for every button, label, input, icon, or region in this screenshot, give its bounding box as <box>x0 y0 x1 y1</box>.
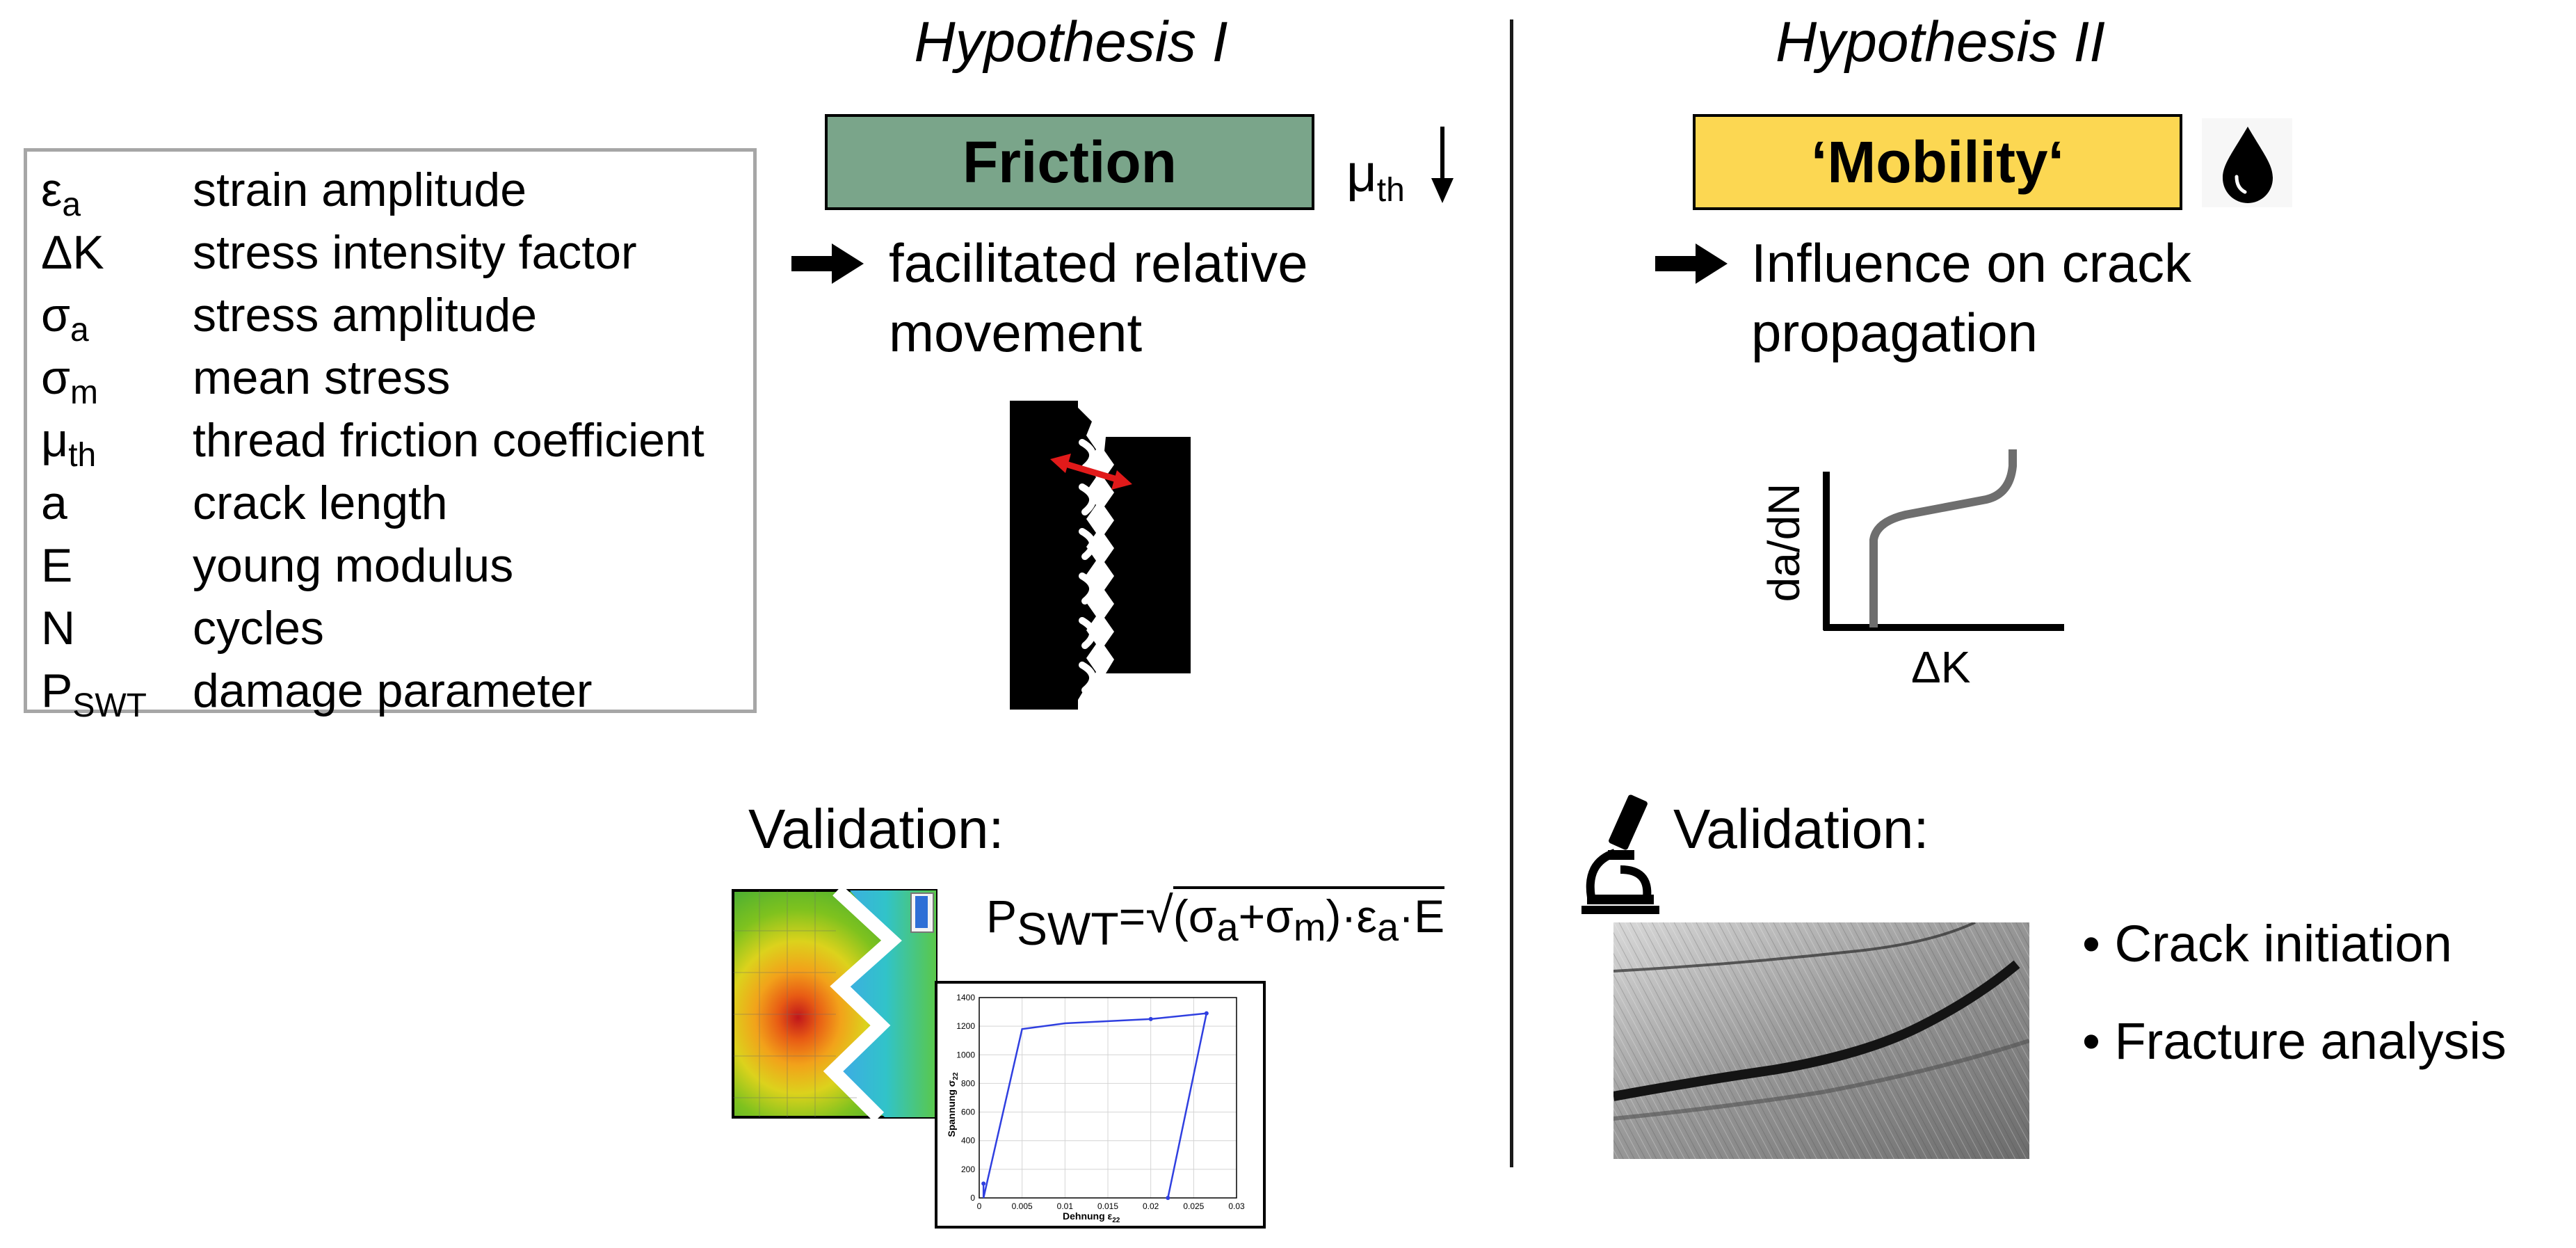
x-tick-label: 0.015 <box>1097 1201 1118 1211</box>
x-tick-label: 0.01 <box>1057 1201 1074 1211</box>
y-tick-label: 1400 <box>956 993 975 1002</box>
relative-movement-arrow-icon <box>1050 454 1132 490</box>
fracture-surface-image <box>1613 922 2029 1159</box>
plot-frame <box>979 997 1237 1199</box>
legend-symbol: μth <box>41 414 97 474</box>
validation-label-hyp2: Validation: <box>1673 798 1929 860</box>
legend-symbol: E <box>41 539 73 592</box>
right-arrow-icon <box>1655 243 1728 284</box>
friction-effect-text: facilitated relative movement <box>889 232 1308 363</box>
data-point <box>1166 1196 1170 1200</box>
hypothesis-2-title: Hypothesis II <box>1776 10 2105 74</box>
data-point <box>1148 1016 1153 1021</box>
bullet-crack-initiation: • Crack initiation <box>2082 915 2452 973</box>
y-tick-label: 200 <box>961 1165 975 1174</box>
crack-growth-y-label: da/dN <box>1759 483 1809 602</box>
x-tick-label: 0.03 <box>1228 1201 1245 1211</box>
legend-description: stress amplitude <box>193 289 538 342</box>
x-tick-label: 0.025 <box>1183 1201 1204 1211</box>
y-tick-label: 1000 <box>956 1050 975 1059</box>
validation-label-hyp1: Validation: <box>748 798 1004 860</box>
mobility-label: ‘Mobility‘ <box>1811 129 2064 195</box>
y-tick-label: 800 <box>961 1078 975 1088</box>
microscope-icon <box>1581 794 1659 914</box>
hysteresis-curve <box>982 1012 1208 1199</box>
legend-symbol: N <box>41 602 76 655</box>
legend-description: crack length <box>193 477 448 529</box>
legend-symbol: PSWT <box>41 664 147 724</box>
mobility-effect-text: Influence on crack propagation <box>1751 232 2192 363</box>
legend-description: stress intensity factor <box>193 226 637 279</box>
legend-description: mean stress <box>193 351 451 404</box>
crack-growth-x-label: ΔK <box>1911 642 1971 692</box>
crack-growth-curve <box>1823 449 2064 631</box>
y-tick-label: 400 <box>961 1136 975 1146</box>
friction-box: Friction <box>825 114 1314 210</box>
right-arrow-icon <box>791 243 864 284</box>
stress-strain-plot: 0 0.005 0.01 0.015 0.02 0.025 0.03 1400 1200 1000… <box>935 981 1266 1229</box>
x-tick-label: 0.02 <box>1143 1201 1159 1211</box>
bullet-fracture-analysis: • Fracture analysis <box>2082 1012 2506 1070</box>
data-point <box>981 1181 986 1186</box>
legend-symbol: ΔK <box>41 226 104 279</box>
legend-description: thread friction coefficient <box>193 414 705 467</box>
y-tick-label: 1200 <box>956 1021 975 1031</box>
fe-simulation-image <box>732 889 937 1119</box>
symbol-legend: εa strain amplitude ΔK stress intensity … <box>24 148 757 724</box>
mu-th-symbol: μth <box>1346 144 1405 209</box>
x-tick-label: 0.005 <box>1012 1201 1033 1211</box>
legend-symbol: σa <box>41 289 89 349</box>
legend-description: damage parameter <box>193 664 593 717</box>
hypothesis-1-title: Hypothesis I <box>914 10 1228 74</box>
x-tick-label: 0 <box>977 1201 982 1211</box>
legend-description: strain amplitude <box>193 163 527 216</box>
legend-symbol: a <box>41 477 67 529</box>
stress-strain-chart: 0 0.005 0.01 0.015 0.02 0.025 0.03 1400 1200 1000… <box>956 993 1245 1211</box>
strain-axis-label: Dehnung ε22 <box>1063 1210 1120 1224</box>
mobility-box: ‘Mobility‘ <box>1693 114 2182 210</box>
y-tick-label: 600 <box>961 1107 975 1117</box>
decrease-arrow-icon <box>1431 127 1454 203</box>
oil-drop-icon <box>2202 118 2292 207</box>
data-point <box>1204 1011 1209 1016</box>
legend-symbol: εa <box>41 163 81 223</box>
pswt-formula: PSWT=√(σa+σm)·εa·E <box>986 886 1445 954</box>
thread-contact-illustration <box>1010 401 1191 710</box>
y-tick-label: 0 <box>970 1193 975 1203</box>
column-divider <box>1510 19 1513 1167</box>
friction-label: Friction <box>963 129 1177 195</box>
legend-description: cycles <box>193 602 324 655</box>
legend-description: young modulus <box>193 539 514 592</box>
stress-axis-label: Spannung σ22 <box>946 1072 960 1137</box>
legend-symbol: σm <box>41 351 98 411</box>
